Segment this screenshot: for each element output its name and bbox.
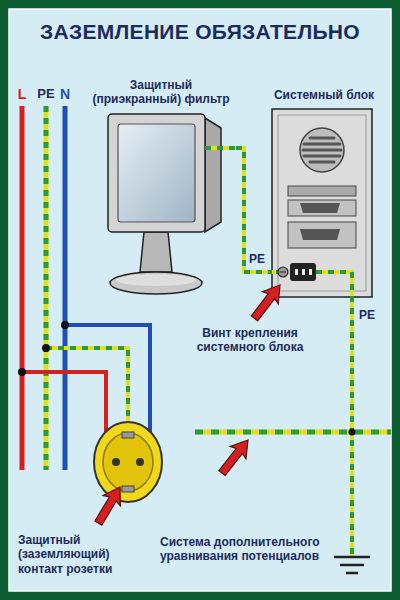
wire-name: PE — [34, 86, 58, 102]
socket-recess — [103, 433, 153, 491]
ground-symbol — [346, 572, 358, 575]
junction-dot — [42, 344, 50, 352]
unit-bevel — [278, 115, 366, 291]
socket — [94, 422, 162, 502]
socket-hole — [136, 458, 144, 466]
drive-slot — [288, 186, 356, 196]
pin — [309, 269, 312, 275]
d-sub-port — [300, 229, 340, 240]
system-unit-node: Системный блок — [268, 85, 380, 299]
panel — [9, 9, 391, 591]
wire-name: N — [57, 86, 73, 103]
monitor-screen — [118, 124, 195, 222]
callout-arrow — [214, 434, 256, 479]
power-connector — [290, 263, 316, 281]
pin — [302, 269, 305, 275]
callout-arrow — [247, 279, 288, 325]
system-unit — [272, 109, 372, 297]
junction-dot — [349, 429, 356, 436]
junction-dot — [61, 321, 69, 329]
l-wire — [20, 106, 25, 470]
monitor-neck — [140, 232, 172, 272]
pe-down-cable — [316, 272, 352, 556]
slot — [303, 149, 341, 152]
ground-symbol — [334, 556, 370, 559]
d-sub-port — [300, 203, 340, 213]
monitor-back — [205, 118, 221, 232]
callout-label: Система дополнительного уравнивания поте… — [160, 535, 328, 564]
slot — [304, 155, 340, 158]
pe-wire — [44, 106, 49, 470]
callout-label: Винт крепления системного блока — [180, 326, 320, 355]
callout-label: Защитный (заземляющий) контакт розетки — [18, 533, 148, 576]
card-slot — [288, 222, 356, 248]
pe-cable-stub-stripe — [205, 146, 236, 150]
monitor-base — [110, 272, 202, 294]
slot — [310, 137, 334, 140]
wire-name: L — [12, 86, 32, 103]
slot — [310, 161, 334, 164]
pe-branch — [46, 348, 128, 423]
pe-wire-stripe — [44, 106, 49, 470]
pin — [295, 269, 298, 275]
cable-label: PE — [247, 253, 267, 267]
slot — [304, 143, 340, 146]
ground-contact — [122, 432, 134, 438]
screw-slot — [280, 272, 286, 273]
wire-name: PE — [359, 308, 385, 322]
l-branch — [22, 372, 106, 432]
port-panel — [288, 200, 356, 216]
monitor-node: Защитный (приэкранный) фильтр — [86, 78, 236, 300]
pe-cable — [236, 148, 268, 272]
ground-contact — [122, 486, 134, 492]
fixing-screw — [278, 267, 288, 277]
potential-bus-stripe — [195, 430, 391, 435]
device-heading: Защитный (приэкранный) фильтр — [88, 78, 234, 107]
pe-down-cable-stripe — [316, 272, 352, 556]
monitor-bezel — [108, 114, 205, 232]
grille-slots — [303, 138, 341, 162]
potential-bus — [195, 430, 391, 435]
fan-grille — [300, 128, 344, 172]
ground-symbol — [340, 564, 364, 567]
monitor-base-top — [116, 274, 196, 286]
pe-cable-stub — [205, 146, 236, 150]
device-heading: Системный блок — [274, 88, 374, 102]
poster-title: ЗАЗЕМЛЕНИЕ ОБЯЗАТЕЛЬНО — [10, 20, 390, 44]
pe-branch-stripe — [46, 348, 128, 423]
junction-dot — [18, 368, 26, 376]
socket-hole — [112, 458, 120, 466]
n-wire — [63, 106, 68, 470]
cable-core — [236, 148, 268, 272]
cable-stripe — [236, 148, 268, 272]
callout-arrow — [90, 482, 129, 528]
